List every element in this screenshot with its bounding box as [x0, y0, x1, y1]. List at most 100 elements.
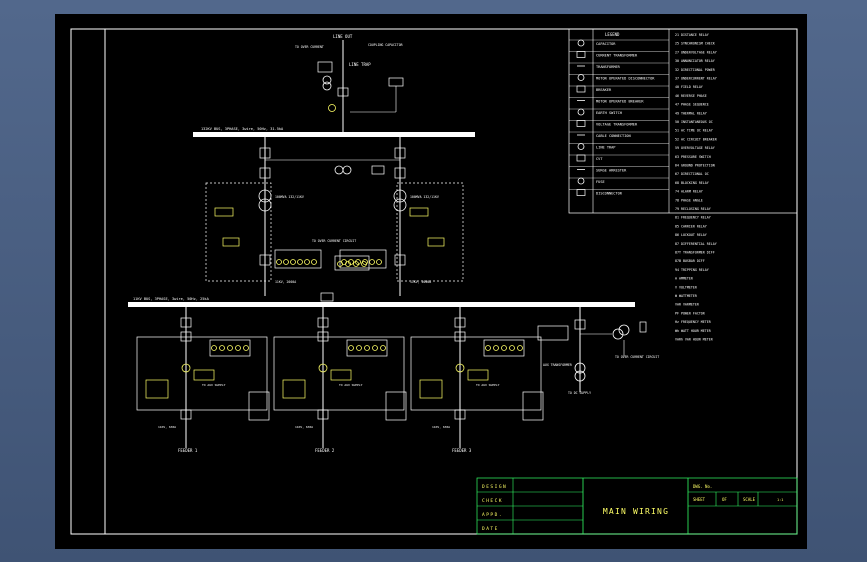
aux-relay-panel [537, 325, 569, 341]
legend-symbol-label: LINE TRAP [596, 146, 615, 150]
legend-symbol-icon [576, 154, 586, 162]
feeder-ct [455, 363, 465, 373]
feeder-disconnector [180, 317, 192, 328]
legend-header: LEGEND [605, 32, 620, 37]
legend-symbol-icon [576, 120, 586, 127]
transformer-protection-zone [205, 182, 272, 282]
legend-panel: LEGEND CAPACITOR CURRENT TRANSFORMER TRANSF… [568, 28, 798, 342]
feeder-compartment [273, 336, 405, 411]
aux-supply-note: TO AUX SUPPLY [476, 383, 500, 387]
legend-device-code: 85 CARRIER RELAY [675, 224, 707, 228]
relay-element [348, 259, 354, 265]
legend-symbol-icon [577, 177, 585, 185]
relay-element [337, 261, 343, 267]
bus-section-box [320, 292, 334, 302]
aux-overcurrent-note: TO OVER CURRENT CIRCUIT [615, 355, 659, 359]
feeder-name: FEEDER 3 [452, 448, 472, 453]
relay-element [372, 345, 378, 351]
bay-breaker [394, 167, 406, 179]
relay-box [222, 237, 240, 247]
legend-device-code: 81 FREQUENCY RELAY [675, 216, 711, 220]
feeder-rating: 11KV, 630A [158, 425, 176, 429]
legend-device-code: 86 LOCKOUT RELAY [675, 233, 707, 237]
line-trap-symbol [317, 61, 333, 73]
relay-element [243, 345, 249, 351]
center-relay-panel [334, 255, 370, 271]
legend-device-code: 87B BUSBAR DIFF [675, 259, 705, 263]
feeder-compartment [410, 336, 542, 411]
legend-device-code: 87 DIFFERENTIAL RELAY [675, 242, 717, 246]
of-label: OF [722, 497, 727, 502]
feeder-rating: 11KV, 630A [432, 425, 450, 429]
aux-vt-1 [612, 328, 624, 340]
relay-note: TO OVER CURRENT [295, 45, 324, 49]
legend-symbol-label: CABLE CONNECTION [596, 134, 631, 138]
meter-block [145, 379, 169, 399]
feeder-breaker [180, 331, 192, 342]
relay-element [485, 345, 491, 351]
relay-element [290, 259, 296, 265]
legend-symbol-icon [576, 51, 586, 58]
overcurrent-note: TO OVER CURRENT CIRCUIT [312, 239, 356, 243]
aux-supply-note: TO AUX SUPPLY [339, 383, 363, 387]
legend-symbol-icon [577, 39, 585, 47]
legend-device-code: 59 OVERVOLTAGE RELAY [675, 146, 715, 150]
legend-symbol-label: MOTOR OPERATED DISCONNECTOR [596, 77, 655, 81]
feeder-relay-panel [346, 339, 388, 357]
legend-symbol-label: EARTH SWITCH [596, 111, 622, 115]
relay-element [493, 345, 499, 351]
transformer-protection-zone [396, 182, 464, 282]
feeder-ct [181, 363, 191, 373]
legend-symbol-icon [576, 85, 586, 93]
legend-device-code: 40 FIELD RELAY [675, 85, 703, 89]
relay-element [380, 345, 386, 351]
legend-symbol-icon [576, 189, 586, 196]
terminal-strip [248, 391, 270, 421]
legend-device-code: 67 DIRECTIONAL OC [675, 172, 709, 176]
feeder-breaker [317, 331, 329, 342]
relay-element [369, 259, 375, 265]
relay-element [501, 345, 507, 351]
relay-element [356, 345, 362, 351]
legend-device-code: 21 DISTANCE RELAY [675, 33, 709, 37]
aux-transformer-secondary [574, 370, 586, 382]
legend-symbol-label: VOLTAGE TRANSFORMER [596, 123, 638, 127]
aux-vt-2 [618, 324, 630, 336]
feeder-compartment [136, 336, 268, 411]
legend-device-code: A AMMETER [675, 277, 693, 281]
legend-symbol-label: SURGE ARRESTER [596, 169, 627, 173]
legend-symbol-label: CURRENT TRANSFORMER [596, 54, 638, 58]
lv-incomer-label: 11KV, 2000A [275, 280, 296, 284]
relay-element [304, 259, 310, 265]
legend-device-code: 87T TRANSFORMER DIFF [675, 251, 715, 255]
relay-element [376, 259, 382, 265]
sheet-background [55, 14, 807, 549]
legend-symbol-icon [577, 108, 585, 116]
title-block-row-label: DESIGN [482, 484, 507, 490]
legend-symbol-label: CAPACITOR [596, 42, 616, 46]
feeder-breaker [454, 331, 466, 342]
legend-device-code: 46 REVERSE PHASE [675, 94, 707, 98]
relay-element [353, 261, 359, 267]
legend-device-code: 79 RECLOSING RELAY [675, 207, 711, 211]
feeder-relay-panel [209, 339, 251, 357]
legend-symbol-label: TRANSFORMER [596, 65, 621, 69]
feeder-ct [318, 363, 328, 373]
meter-block [282, 379, 306, 399]
legend-device-code: 68 BLOCKING RELAY [675, 181, 709, 185]
legend-device-code: 94 TRIPPING RELAY [675, 268, 709, 272]
title-block-row-label: APPD. [482, 512, 503, 518]
legend-symbol-label: FUSE [596, 180, 605, 184]
lv-incomer-breaker [394, 254, 406, 266]
sync-transformer-2 [342, 165, 352, 175]
lv-bus-label: 11KV BUS, 3PHASE, 3wire, 50Hz, 25kA [133, 297, 210, 301]
legend-device-code: 30 ANNUNCIATOR RELAY [675, 59, 715, 63]
title-block-row-label: DATE [482, 526, 499, 532]
relay-box [409, 207, 429, 217]
aux-transformer-primary [574, 362, 586, 374]
legend-symbol-icon [577, 143, 585, 150]
transformer-secondary-winding [258, 198, 272, 212]
relay-element [517, 345, 523, 351]
